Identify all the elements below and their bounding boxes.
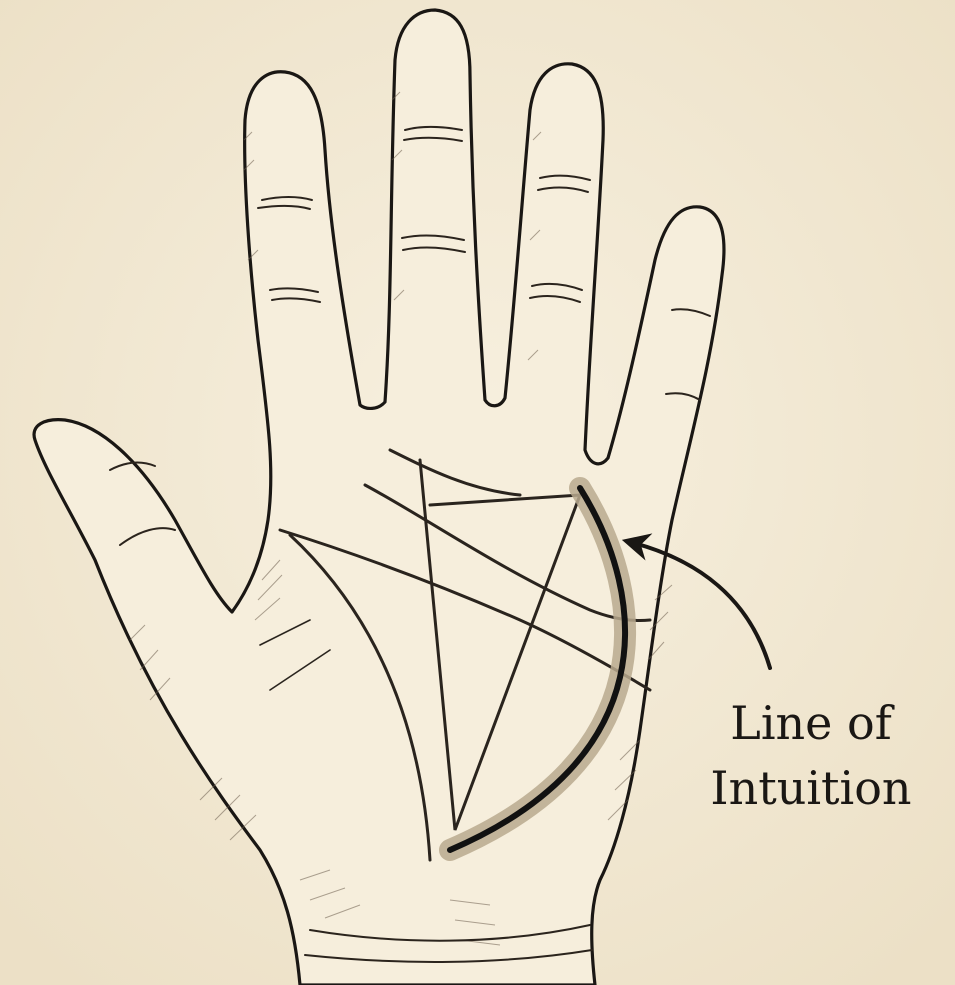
- callout-label-line-1: Line of: [681, 700, 941, 746]
- callout-label-line-2: Intuition: [681, 765, 941, 811]
